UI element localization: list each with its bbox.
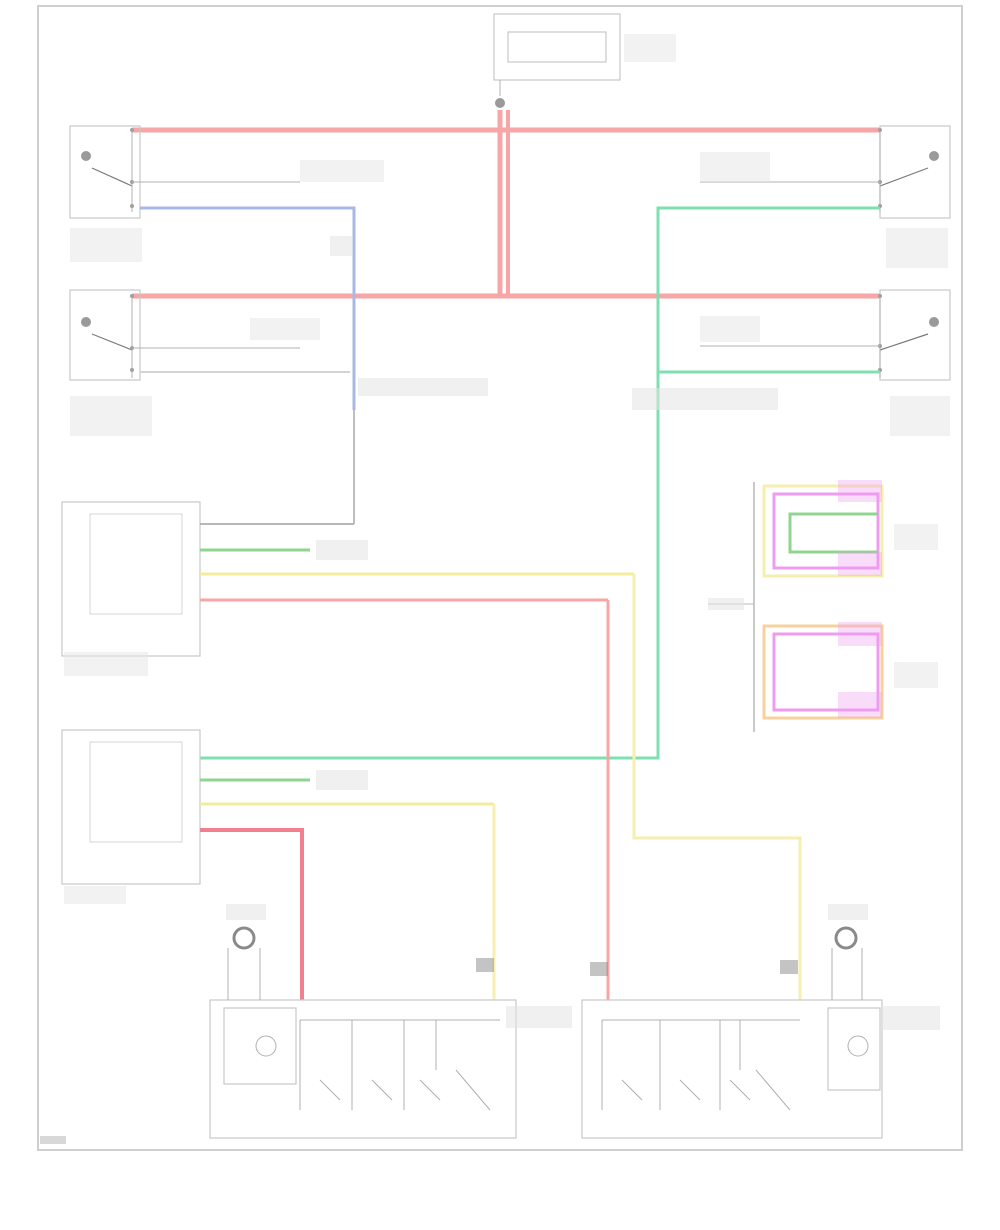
connector-group	[708, 480, 938, 732]
right-rear-switch-label	[700, 316, 760, 342]
lower-module-ground-label	[316, 770, 368, 790]
right-front-window-switch	[878, 125, 951, 268]
left-rear-switch-label	[250, 318, 320, 340]
right-window-motor-assembly	[581, 904, 940, 1139]
upper-module-ground-label	[316, 540, 368, 560]
upper-module-wires	[200, 410, 802, 1000]
diagram-frame	[37, 5, 963, 1151]
fuse-block	[493, 13, 676, 108]
red-power-feed	[132, 110, 880, 299]
lower-control-module	[61, 729, 201, 904]
right-rear-window-switch	[878, 289, 951, 436]
left-window-motor-assembly	[209, 904, 572, 1139]
left-front-switch-label	[300, 160, 384, 182]
left-splice-label	[358, 378, 488, 396]
diagram-reference-mark	[40, 1136, 66, 1144]
left-front-connector-label	[330, 236, 352, 256]
right-front-switch-label	[700, 152, 770, 182]
lower-module-wires	[200, 778, 496, 1000]
blue-wire	[140, 206, 356, 410]
right-splice-label	[632, 388, 778, 410]
upper-control-module	[61, 501, 201, 676]
left-front-window-switch	[69, 125, 142, 262]
left-rear-window-switch	[69, 289, 152, 436]
green-wire	[200, 206, 880, 760]
